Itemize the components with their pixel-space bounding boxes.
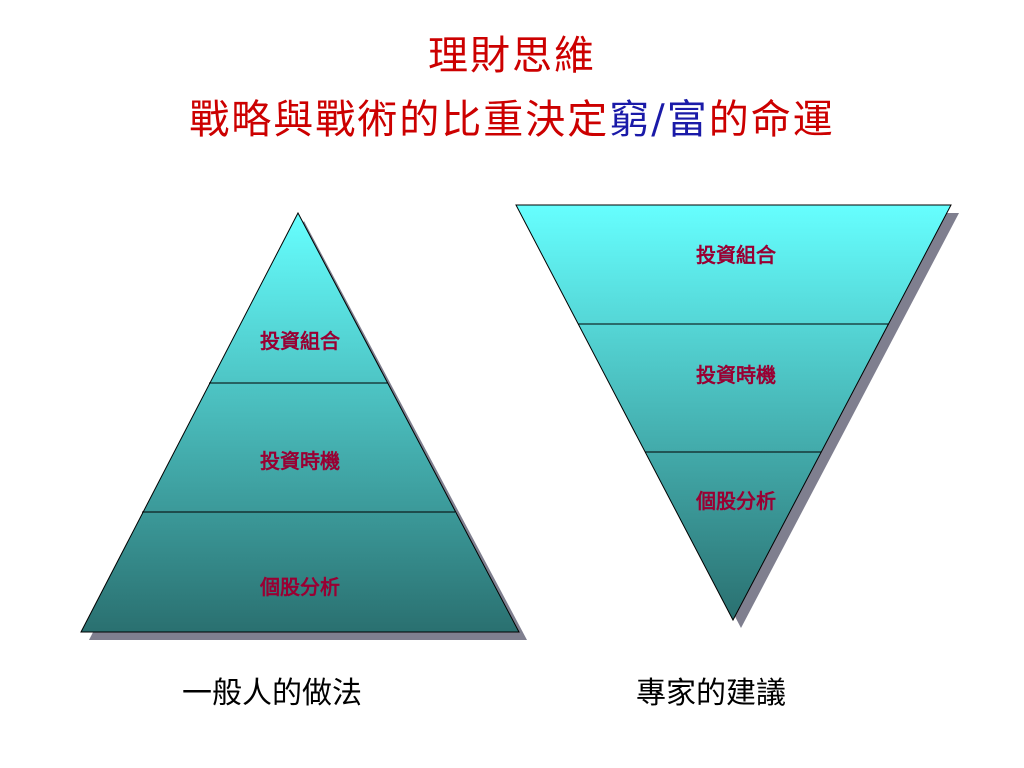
title-word-poor: 窮 [609, 97, 652, 143]
title-word-rich: 富 [666, 97, 709, 143]
right-level-timing: 投資時機 [696, 363, 776, 387]
title-line-2-end: 的命運 [708, 97, 835, 143]
left-level-timing: 投資時機 [260, 449, 340, 473]
right-level-stock-analysis: 個股分析 [695, 489, 776, 513]
right-pyramid-body [515, 204, 952, 622]
caption-general-approach: 一般人的做法 [182, 676, 362, 711]
caption-expert-advice: 專家的建議 [636, 676, 786, 711]
title-line-2: 戰略與戰術的比重決定窮/富的命運 [0, 96, 1024, 144]
left-level-portfolio: 投資組合 [260, 329, 341, 353]
title-line-1: 理財思維 [428, 33, 596, 79]
right-pyramid: 投資組合 投資時機 個股分析 [515, 204, 959, 628]
left-pyramid: 投資組合 投資時機 個股分析 [80, 211, 527, 640]
left-pyramid-body [80, 211, 520, 633]
title-slash: / [651, 97, 667, 143]
title-line-2-main: 戰略與戰術的比重決定 [189, 97, 610, 143]
right-level-portfolio: 投資組合 [696, 243, 777, 267]
left-level-stock-analysis: 個股分析 [259, 575, 340, 599]
